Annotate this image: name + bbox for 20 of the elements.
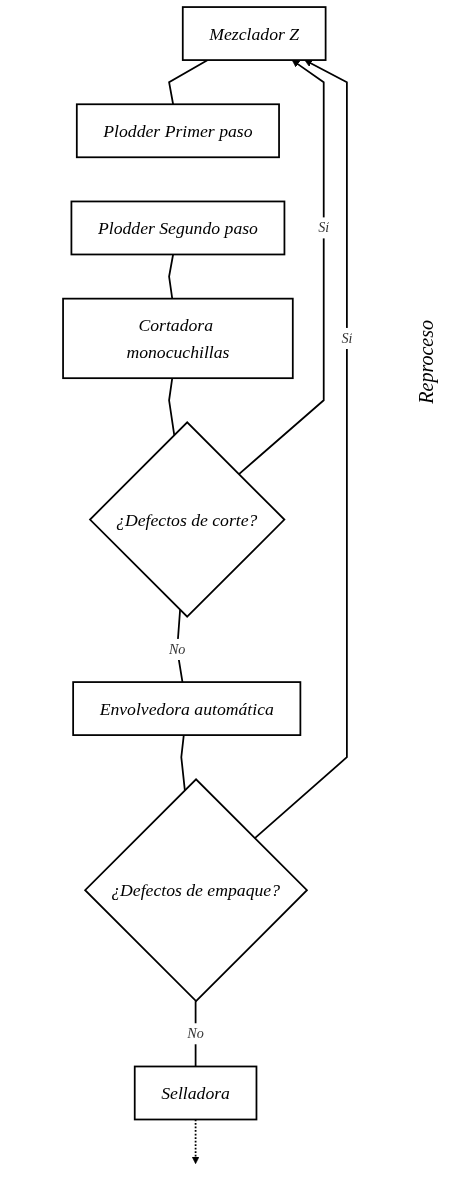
node-box: Plodder Segundo paso <box>70 200 286 256</box>
connector <box>194 1000 197 1068</box>
node-box: Selladora <box>133 1065 258 1121</box>
edge-label: No <box>168 641 186 657</box>
arrow <box>191 1118 200 1165</box>
node-diamond: ¿Defectos de corte? <box>88 421 286 618</box>
node-diamond: ¿Defectos de empaque? <box>83 778 308 1003</box>
arrow <box>237 59 325 476</box>
connector <box>176 609 184 683</box>
side-label: Reproceso <box>415 320 438 404</box>
node-box: Plodder Primer paso <box>75 103 280 159</box>
node-box: Envolvedora automática <box>72 681 302 736</box>
node-box: Mezclador Z <box>181 6 327 61</box>
edge-label: No <box>187 1025 204 1041</box>
connector <box>167 59 209 106</box>
connector <box>167 377 175 436</box>
connector <box>180 734 186 791</box>
connector <box>167 253 174 300</box>
node-box: Cortadora monocuchillas <box>61 297 294 380</box>
arrow <box>253 59 348 840</box>
